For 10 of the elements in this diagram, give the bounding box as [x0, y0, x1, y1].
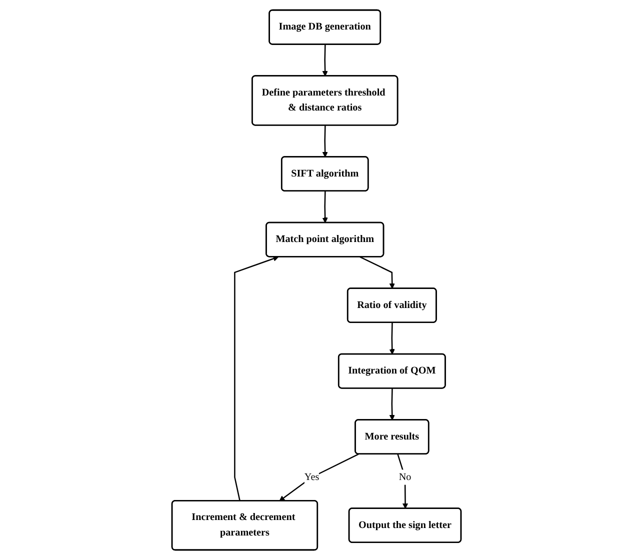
arrow [389, 322, 395, 355]
arrow [322, 191, 328, 224]
arrow [234, 256, 279, 502]
arrow [279, 454, 359, 502]
edge-label: No [398, 472, 412, 482]
arrow [360, 256, 395, 289]
arrow [389, 388, 395, 420]
edge-label: Yes [304, 472, 320, 482]
arrow [322, 44, 328, 76]
arrow [322, 125, 328, 158]
